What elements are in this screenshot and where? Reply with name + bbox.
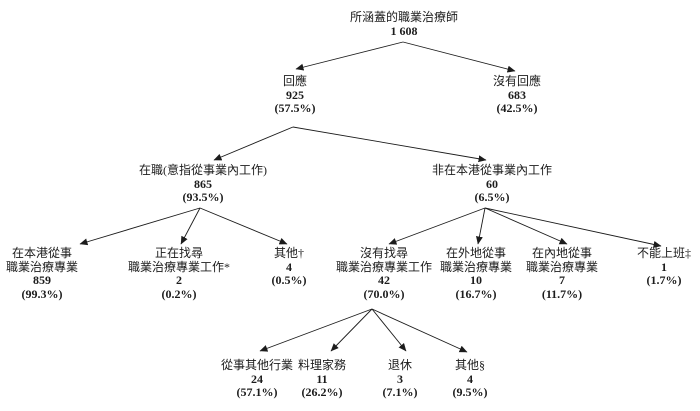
connector-arrow [213, 126, 294, 161]
connector-arrow [475, 207, 486, 245]
node-value: 24 [250, 371, 263, 386]
node-label: 在內地從事 [531, 246, 593, 260]
node-percentage: (0.2%) [161, 286, 197, 301]
node-label: 在外地從事 [445, 246, 507, 260]
node-label: 職業治療專業工作* [127, 259, 231, 274]
node-percentage: (26.2%) [301, 385, 343, 399]
node-percentage: (57.5%) [274, 101, 316, 115]
node-value: 683 [507, 87, 526, 102]
node-not-seeking-work: 沒有找尋 職業治療專業工作 42 (70.0%) [335, 246, 433, 301]
node-label: 在職(意指從事業內工作) [139, 163, 267, 177]
node-percentage: (57.1%) [236, 385, 278, 399]
connector-arrow [371, 308, 407, 352]
connector-arrow [484, 207, 568, 245]
node-label: 料理家務 [297, 358, 347, 372]
node-label: 回應 [282, 74, 307, 88]
connector-arrow [371, 308, 468, 353]
connector-arrow [402, 41, 516, 73]
node-other-not-seeking: 其他§ 4 (9.5%) [452, 358, 488, 400]
node-label: 正在找尋 [154, 246, 204, 260]
node-percentage: (7.1%) [382, 385, 418, 399]
node-value: 1 608 [390, 23, 418, 38]
node-label: 職業治療專業 [439, 259, 513, 274]
node-responded: 回應 925 (57.5%) [274, 74, 316, 116]
node-label: 沒有回應 [492, 74, 542, 88]
node-not-responded: 沒有回應 683 (42.5%) [492, 74, 542, 116]
node-percentage: (11.7%) [541, 286, 583, 301]
node-label: 其他† [273, 246, 304, 260]
node-value: 60 [485, 176, 498, 191]
node-percentage: (93.5%) [182, 190, 224, 204]
node-label: 在本港從事 [11, 246, 73, 260]
connector-arrow [330, 308, 373, 352]
node-value: 4 [286, 259, 292, 274]
node-label: 從事其他行業 [220, 358, 294, 372]
node-not-practicing-in-hk: 非在本港從事業內工作 60 (6.5%) [431, 163, 553, 205]
node-percentage: (9.5%) [452, 385, 488, 399]
node-label: 職業治療專業工作 [335, 259, 433, 274]
node-value: 859 [32, 273, 51, 287]
node-percentage: (42.5%) [496, 101, 538, 115]
node-other-industry: 從事其他行業 24 (57.1%) [220, 358, 294, 400]
node-percentage: (1.7%) [646, 273, 682, 287]
node-label: 職業治療專業 [525, 259, 599, 274]
connector-arrow [484, 207, 662, 248]
node-percentage: (70.0%) [363, 286, 405, 301]
connector-arrow [388, 207, 486, 245]
node-label: 不能上班‡ [636, 246, 692, 260]
node-total-covered: 所涵蓋的職業治療師 1 608 [349, 10, 459, 38]
connector-arrow [259, 308, 373, 352]
node-label: 其他§ [454, 358, 485, 372]
node-label: 職業治療專業 [5, 259, 79, 274]
node-value: 7 [558, 273, 565, 287]
node-value: 865 [194, 176, 212, 191]
node-value: 4 [467, 371, 473, 386]
node-value: 10 [469, 273, 482, 287]
node-percentage: (0.5%) [271, 273, 307, 287]
connector-arrow [180, 207, 201, 245]
connector-arrow [295, 41, 404, 71]
node-retired: 退休 3 (7.1%) [382, 358, 418, 400]
node-value: 3 [397, 371, 403, 386]
node-seeking-work: 正在找尋 職業治療專業工作* 2 (0.2%) [127, 246, 231, 301]
node-value: 1 [660, 259, 667, 274]
node-unable-to-work: 不能上班‡ 1 (1.7%) [636, 246, 692, 288]
node-practicing-overseas: 在外地從事 職業治療專業 10 (16.7%) [439, 246, 513, 301]
node-percentage: (6.5%) [474, 190, 510, 204]
node-percentage: (16.7%) [455, 286, 497, 301]
node-value: 2 [175, 273, 182, 287]
node-percentage: (99.3%) [21, 286, 63, 301]
node-practicing-mainland: 在內地從事 職業治療專業 7 (11.7%) [525, 246, 599, 301]
node-label: 所涵蓋的職業治療師 [349, 10, 459, 24]
node-housework: 料理家務 11 (26.2%) [297, 358, 347, 400]
node-employed: 在職(意指從事業內工作) 865 (93.5%) [139, 163, 267, 205]
node-label: 退休 [387, 358, 412, 372]
node-other-employed: 其他† 4 (0.5%) [271, 246, 307, 288]
connector-arrow [199, 207, 288, 245]
node-value: 925 [286, 87, 304, 102]
node-label: 非在本港從事業內工作 [431, 163, 553, 177]
connector-arrow [79, 207, 201, 246]
node-label: 沒有找尋 [359, 246, 409, 260]
connector-arrow [292, 126, 487, 163]
node-value: 11 [316, 371, 328, 386]
node-practicing-in-hk: 在本港從事 職業治療專業 859 (99.3%) [5, 246, 79, 301]
node-value: 42 [377, 273, 390, 287]
